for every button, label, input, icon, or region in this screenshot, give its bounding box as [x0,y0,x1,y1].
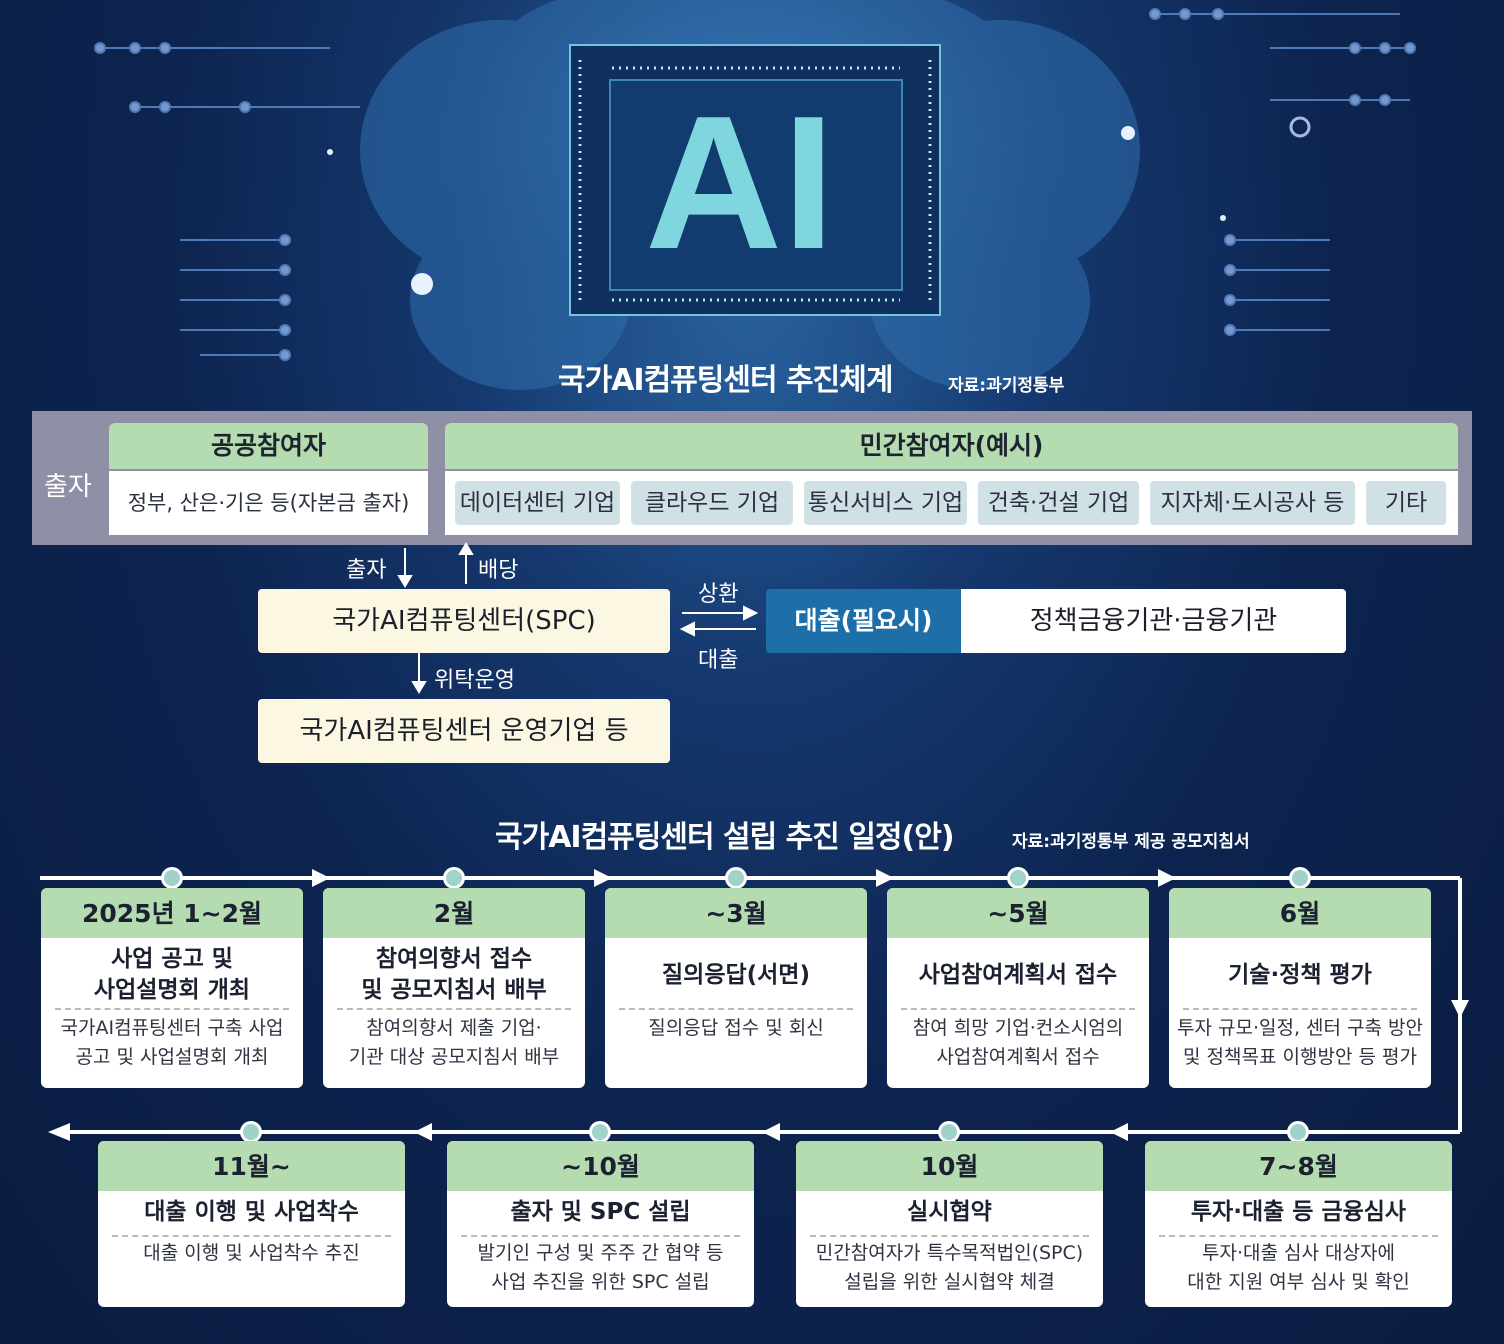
schedule-card-title: 실시협약 [907,1199,992,1225]
schedule-card-desc: 참여 희망 기업·컨소시엄의 사업참여계획서 접수 [912,1017,1124,1068]
schedule-source: 자료:과기정통부 제공 공모지침서 [1012,832,1250,852]
schedule-card-financial-review: 7~8월 투자·대출 등 금융심사 투자·대출 심사 대상자에 대한 지원 여부… [1145,1141,1452,1307]
schedule-card-title: 사업 공고 및 사업설명회 개최 [93,946,251,1003]
private-item-cloud: 클라우드 기업 [631,481,793,525]
card-divider [55,1008,289,1010]
schedule-card-period: 7~8월 [1145,1141,1452,1191]
private-item-local-government: 지자체·도시공사 등 [1150,481,1355,525]
invest-down-label: 출자 [346,558,387,583]
private-item-datacenter: 데이터센터 기업 [455,481,620,525]
operator-box: 국가AI컴퓨팅센터 운영기업 등 [258,699,670,763]
timeline-dot [1007,867,1029,889]
card-divider [901,1008,1135,1010]
private-participants-header: 민간참여자(예시) [445,423,1458,469]
card-divider [337,1008,571,1010]
loan-label: 대출 [698,648,739,673]
timeline-dot [240,1121,262,1143]
timeline-dot [1289,867,1311,889]
card-divider [461,1235,740,1237]
private-item-telecom: 통신서비스 기업 [804,481,967,525]
spc-box: 국가AI컴퓨팅센터(SPC) [258,589,670,653]
timeline-dot [725,867,747,889]
schedule-card-period: 11월~ [98,1141,405,1191]
timeline-dot [589,1121,611,1143]
dividend-up-label: 배당 [478,558,519,583]
investment-label: 출자 [44,472,92,502]
schedule-card-spc-establishment: ~10월 출자 및 SPC 설립 발기인 구성 및 주주 간 협약 등 사업 추… [447,1141,754,1307]
schedule-card-title: 질의응답(서면) [662,962,810,988]
schedule-title: 국가AI컴퓨팅센터 설립 추진 일정(안) [495,820,955,855]
schedule-card-period: 10월 [796,1141,1103,1191]
structure-source: 자료:과기정통부 [948,376,1065,396]
ai-brain-illustration: AI [94,0,1416,420]
schedule-card-title: 투자·대출 등 금융심사 [1190,1199,1407,1225]
schedule-card-title: 대출 이행 및 사업착수 [144,1199,359,1225]
timeline-track [40,869,1469,1141]
schedule-card-period: 2월 [323,888,585,938]
card-divider [619,1008,853,1010]
flow-arrows [397,542,759,694]
schedule-card-evaluation: 6월 기술·정책 평가 투자 규모·일정, 센터 구축 방안 및 정책목표 이행… [1169,888,1431,1088]
private-item-other: 기타 [1366,481,1446,525]
schedule-card-period: ~10월 [447,1141,754,1191]
timeline-dot [161,867,183,889]
schedule-card-desc: 투자 규모·일정, 센터 구축 방안 및 정책목표 이행방안 등 평가 [1177,1017,1423,1068]
schedule-card-desc: 대출 이행 및 사업착수 추진 [143,1242,360,1264]
schedule-card-desc: 투자·대출 심사 대상자에 대한 지원 여부 심사 및 확인 [1187,1242,1410,1293]
entrust-label: 위탁운영 [434,668,515,693]
schedule-card-desc: 국가AI컴퓨팅센터 구축 사업 공고 및 사업설명회 개최 [60,1017,284,1068]
public-participants-header: 공공참여자 [109,423,428,469]
public-participants-body: 정부, 산은·기은 등(자본금 출자) [109,471,428,535]
schedule-card-agreement: 10월 실시협약 민간참여자가 특수목적법인(SPC) 설립을 위한 실시협약 … [796,1141,1103,1307]
card-divider [1159,1235,1438,1237]
schedule-card-desc: 발기인 구성 및 주주 간 협약 등 사업 추진을 위한 SPC 설립 [477,1242,724,1293]
card-divider [112,1235,391,1237]
loan-box: 대출(필요시) [766,589,961,653]
private-item-construction: 건축·건설 기업 [978,481,1139,525]
timeline-dot [938,1121,960,1143]
schedule-card-period: 6월 [1169,888,1431,938]
schedule-card-period: ~3월 [605,888,867,938]
schedule-card-qa: ~3월 질의응답(서면) 질의응답 접수 및 회신 [605,888,867,1088]
structure-title: 국가AI컴퓨팅센터 추진체계 [558,363,893,398]
schedule-card-intent: 2월 참여의향서 접수 및 공모지침서 배부 참여의향서 제출 기업· 기관 대… [323,888,585,1088]
ai-chip-label: AI [645,77,835,289]
schedule-card-period: 2025년 1~2월 [41,888,303,938]
schedule-card-period: ~5월 [887,888,1149,938]
schedule-card-title: 참여의향서 접수 및 공모지침서 배부 [361,946,547,1003]
repay-label: 상환 [698,582,739,607]
schedule-card-title: 사업참여계획서 접수 [918,962,1118,988]
timeline-dot [443,867,465,889]
schedule-card-loan-execution: 11월~ 대출 이행 및 사업착수 대출 이행 및 사업착수 추진 [98,1141,405,1307]
finance-institution-box: 정책금융기관·금융기관 [961,589,1346,653]
schedule-card-desc: 질의응답 접수 및 회신 [648,1017,824,1039]
schedule-card-desc: 민간참여자가 특수목적법인(SPC) 설립을 위한 실시협약 체결 [815,1242,1084,1293]
schedule-card-title: 출자 및 SPC 설립 [510,1199,691,1225]
schedule-card-title: 기술·정책 평가 [1228,962,1372,988]
schedule-card-plan-submission: ~5월 사업참여계획서 접수 참여 희망 기업·컨소시엄의 사업참여계획서 접수 [887,888,1149,1088]
card-divider [1183,1008,1417,1010]
timeline-dot [1287,1121,1309,1143]
schedule-card-announcement: 2025년 1~2월 사업 공고 및 사업설명회 개최 국가AI컴퓨팅센터 구축… [41,888,303,1088]
card-divider [810,1235,1089,1237]
schedule-card-desc: 참여의향서 제출 기업· 기관 대상 공모지침서 배부 [348,1017,560,1068]
